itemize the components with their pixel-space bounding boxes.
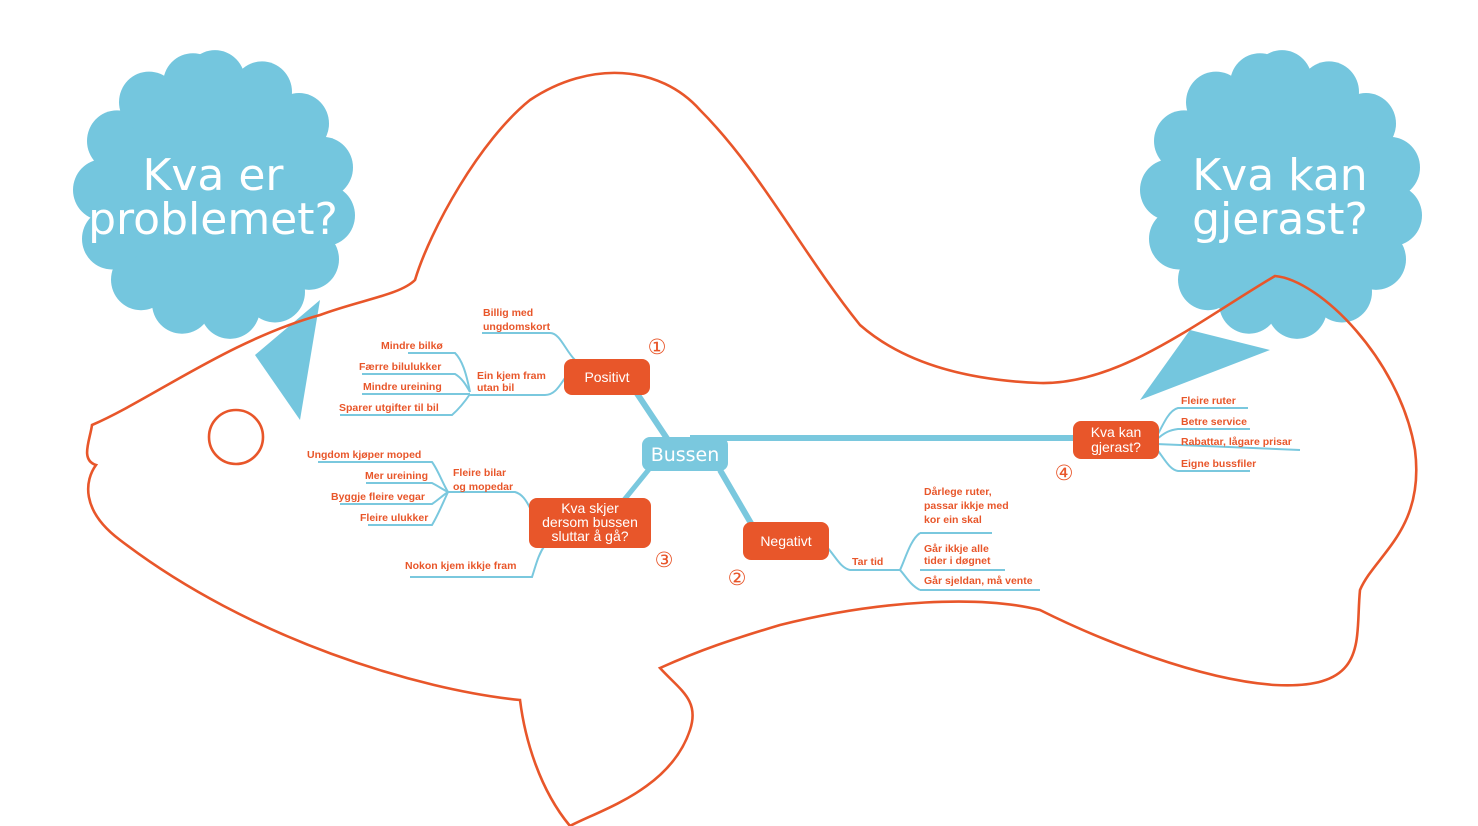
leaf-darlege-line3: kor ein skal	[924, 514, 982, 526]
fish-outline	[85, 71, 1418, 826]
node-negativt[interactable]: Negativt	[743, 522, 829, 560]
node-positivt[interactable]: Positivt	[564, 359, 650, 395]
skjer-line1: Kva skjer	[561, 500, 619, 516]
skjer-line2: dersom bussen	[542, 514, 638, 530]
leaf-billig-line1: Billig med	[483, 307, 533, 319]
leaf-positivt-3: Sparer utgifter til bil	[339, 402, 439, 414]
leaf-skjer-0: Ungdom kjøper moped	[307, 449, 421, 461]
leaf-gjerast-0: Fleire ruter	[1181, 395, 1236, 407]
leaf-garikkje-line1: Går ikkje alle	[924, 543, 989, 555]
number-marker-3: ③	[655, 548, 674, 572]
leaf-billig-line2: ungdomskort	[483, 321, 551, 333]
number-marker-2: ②	[728, 566, 747, 590]
leaf-skjer-3: Fleire ulukker	[360, 512, 428, 524]
leaf-gjerast-2: Rabattar, lågare prisar	[1181, 436, 1292, 448]
leaf-positivt-2: Mindre ureining	[363, 381, 442, 393]
leaf-positivt-0: Mindre bilkø	[381, 340, 443, 352]
right-speech-bubble	[1140, 50, 1422, 400]
left-speech-bubble	[73, 50, 355, 420]
leaf-skjer-2: Byggje fleire vegar	[331, 491, 425, 503]
center-label: Bussen	[651, 444, 720, 466]
left-cloud-line2: problemet?	[88, 194, 338, 245]
leaf-darlege-line1: Dårlege ruter,	[924, 486, 992, 498]
leaf-skjer-1: Mer ureining	[365, 470, 428, 482]
leaf-positivt-1: Færre bilulukker	[359, 361, 441, 373]
leaf-fleire-line2: og mopedar	[453, 481, 513, 493]
leaf-gjerast-1: Betre service	[1181, 416, 1247, 428]
leaf-tar-tid: Tar tid	[852, 556, 883, 568]
node-kva-kan-gjerast[interactable]: Kva kan gjerast?	[1073, 421, 1159, 459]
negativt-label: Negativt	[760, 533, 811, 549]
leaf-garikkje-line2: tider i døgnet	[924, 555, 991, 567]
fish-eye	[207, 408, 265, 466]
positivt-label: Positivt	[584, 369, 629, 385]
leaf-darlege-line2: passar ikkje med	[924, 500, 1009, 512]
left-cloud-line1: Kva er	[142, 150, 284, 201]
gjerast-line2: gjerast?	[1091, 439, 1141, 455]
node-kva-skjer[interactable]: Kva skjer dersom bussen sluttar å gå?	[529, 498, 651, 548]
leaf-gjerast-3: Eigne bussfiler	[1181, 458, 1256, 470]
leaf-sjeldan: Går sjeldan, må vente	[924, 575, 1033, 587]
number-marker-1: ①	[648, 335, 667, 359]
right-cloud-line2: gjerast?	[1192, 194, 1368, 245]
leaf-eink-line2: utan bil	[477, 382, 514, 394]
skjer-line3: sluttar å gå?	[551, 528, 628, 544]
skjer-branch-lines	[318, 461, 546, 578]
gjerast-line1: Kva kan	[1091, 424, 1142, 440]
number-marker-4: ④	[1055, 461, 1074, 485]
leaf-fleire-line1: Fleire bilar	[453, 467, 506, 479]
positivt-branch-lines	[340, 332, 576, 416]
right-cloud-line1: Kva kan	[1192, 150, 1367, 201]
center-node-bussen[interactable]: Bussen	[642, 437, 728, 471]
leaf-nokon: Nokon kjem ikkje fram	[405, 560, 516, 572]
leaf-eink-line1: Ein kjem fram	[477, 370, 546, 382]
